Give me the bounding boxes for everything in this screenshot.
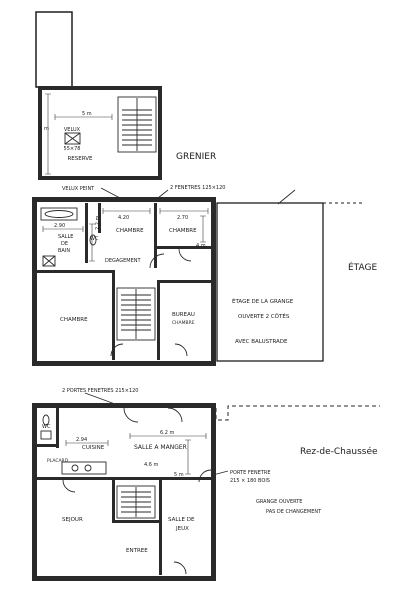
roof-window-note: VELUX PEINT — [62, 186, 95, 192]
toilet-icon — [42, 414, 50, 426]
upper-wc-label: WC — [90, 236, 99, 242]
dim-depth: 4.6 m — [144, 462, 159, 468]
bathroom-label-1: SALLE — [58, 234, 73, 240]
ground-barn-outline — [215, 405, 380, 421]
closet-label: PLACARD — [47, 458, 69, 464]
roof-window-icon — [64, 132, 81, 145]
ground-barn-note-1: GRANGE OUVERTE — [256, 499, 302, 505]
office-sub-label: CHAMBRE — [172, 320, 195, 326]
upper-windows-note: 2 FENETRES 125×120 — [170, 185, 225, 191]
attic-dim-width: 5 m — [82, 111, 92, 117]
games-room-label-1: SALLE DE — [168, 517, 195, 523]
kitchen-label: CUISINE — [82, 445, 105, 451]
sink-icon — [42, 255, 56, 267]
ground-wc-label: WC — [42, 424, 51, 430]
french-door-note-2: 215 × 180 BOIS — [230, 478, 270, 484]
entrance-label: ENTREE — [126, 548, 148, 554]
attic-dim-height: 5 m — [39, 126, 49, 132]
games-room-label-2: JEUX — [175, 526, 189, 532]
door-swing-icon — [62, 479, 76, 493]
landing-label: DEGAGEMENT — [105, 258, 141, 264]
attic-plan — [35, 11, 162, 180]
upper-floor-plan — [32, 187, 365, 366]
roof-window-size: 55×78 — [64, 146, 81, 152]
upper-barn-outline — [216, 202, 324, 362]
upper-barn-line-3: AVEC BALUSTRADE — [235, 339, 288, 345]
ground-floor-plan — [32, 392, 380, 581]
door-swing-icon — [198, 469, 212, 483]
door-swing-icon — [110, 343, 124, 357]
ground-windows-note: 2 PORTES FENETRES 215×120 — [62, 388, 138, 394]
dim-bedroom2-depth: 4 m — [196, 243, 206, 249]
bathroom-label-2: DE — [61, 241, 68, 247]
dim-dining-width: 6.2 m — [160, 430, 175, 436]
dim-corridor: 2.2 m — [95, 215, 101, 230]
door-swing-icon — [173, 561, 187, 575]
dim-bedroom1-width: 4.20 — [118, 215, 129, 221]
upper-level-title: ÉTAGE — [348, 261, 377, 273]
bedroom-3-label: CHAMBRE — [60, 317, 88, 323]
roof-window-label: VELUX — [64, 127, 81, 133]
attic-stairs — [117, 96, 157, 153]
kitchen-counter — [61, 461, 107, 475]
dim-bath-width: 2.90 — [54, 223, 65, 229]
door-swing-icon — [174, 343, 188, 357]
french-door-note-1: PORTE FENETRE — [230, 470, 271, 476]
bedroom-1-label: CHAMBRE — [116, 228, 144, 234]
dining-label: SALLE A MANGER — [134, 444, 187, 451]
door-swing-icon — [149, 253, 165, 269]
bathroom-label-3: BAIN — [58, 248, 70, 254]
ground-stairs — [116, 485, 156, 519]
upper-stairs — [116, 287, 156, 341]
bathtub-icon — [40, 207, 78, 221]
dim-kitchen-width: 2.94 — [76, 437, 87, 443]
living-room-label: SEJOUR — [62, 517, 83, 523]
door-swing-icon — [123, 407, 139, 423]
dim-door: 5 m — [174, 472, 184, 478]
ground-level-title: Rez-de-Chaussée — [300, 446, 378, 457]
attic-storage-label: RESERVE — [67, 156, 93, 162]
toilet-icon — [89, 234, 97, 246]
upper-barn-line-1: ÉTAGE DE LA GRANGE — [232, 297, 294, 305]
ground-barn-note-2: PAS DE CHANGEMENT — [266, 509, 322, 515]
bedroom-2-label: CHAMBRE — [169, 228, 197, 234]
door-swing-icon — [167, 407, 183, 423]
upper-barn-line-2: OUVERTE 2 CÔTÉS — [238, 312, 290, 320]
sink-icon — [40, 430, 52, 440]
dim-bedroom2-width: 2.70 — [177, 215, 188, 221]
door-swing-icon — [178, 248, 192, 262]
attic-level-title: GRENIER — [176, 152, 216, 162]
office-label: BUREAU — [172, 312, 195, 318]
